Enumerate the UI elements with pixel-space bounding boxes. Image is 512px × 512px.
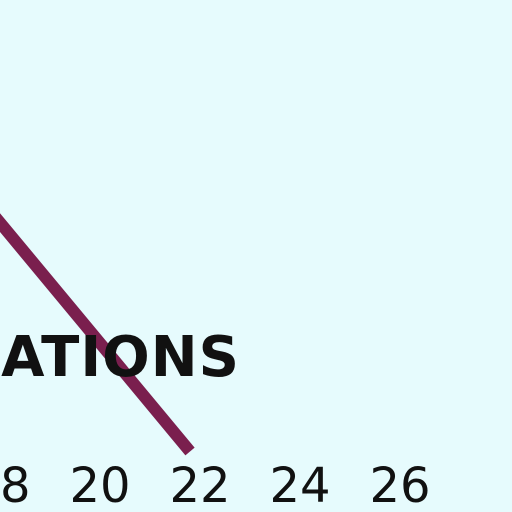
x-tick-label-20: 20 — [69, 458, 131, 512]
series-line-0 — [0, 213, 195, 456]
x-tick-label-18: 18 — [0, 458, 31, 512]
x-tick-label-26: 26 — [369, 458, 431, 512]
x-tick-label-22: 22 — [169, 458, 231, 512]
x-tick-label-24: 24 — [269, 458, 331, 512]
x-axis-title: ATIONS — [1, 325, 240, 390]
